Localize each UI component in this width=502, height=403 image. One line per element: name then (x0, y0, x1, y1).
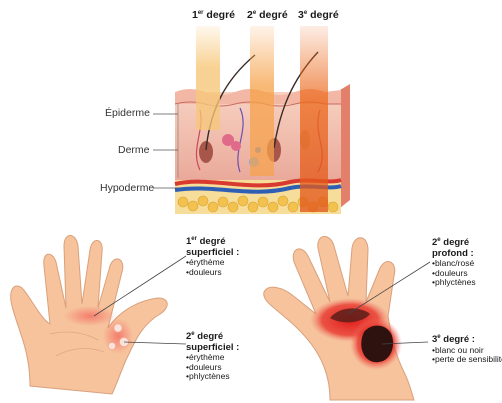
annotation-third-degree: 3e degré : blanc ou noir perte de sensib… (432, 332, 502, 365)
beam-third-degree (300, 26, 328, 212)
label-epiderme: Épiderme (105, 107, 150, 119)
beam-second-degree (250, 26, 274, 176)
label-hypoderme: Hypoderme (100, 182, 154, 194)
label-derme: Derme (118, 144, 150, 156)
annotation-second-superficial: 2e degré superficiel : érythème douleurs… (186, 329, 239, 382)
left-hand (11, 236, 168, 395)
annotation-second-deep: 2e degré profond : blanc/rosé douleurs p… (432, 235, 476, 288)
title-second-degree: 2e degré (247, 9, 288, 21)
title-third-degree: 3e degré (298, 9, 339, 21)
annotation-first-degree: 1er degré superficiel : érythème douleur… (186, 234, 239, 277)
blister (114, 324, 122, 332)
title-first-degree: 1er degré (192, 9, 235, 21)
right-hand (264, 236, 414, 400)
beam-first-degree (196, 26, 220, 130)
burn-second-superficial (103, 318, 133, 354)
